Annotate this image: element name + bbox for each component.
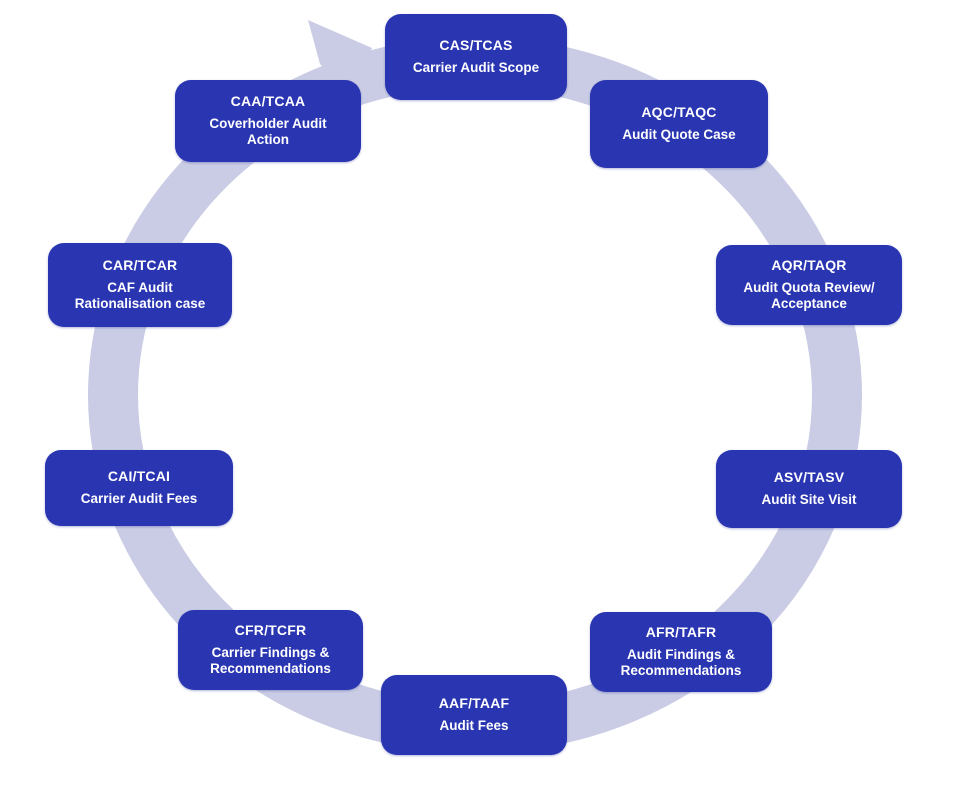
cycle-step-asv-tasv: ASV/TASV Audit Site Visit (716, 450, 902, 528)
step-label: Audit Findings & Recommendations (620, 646, 742, 678)
step-label: Audit Site Visit (761, 491, 857, 507)
cycle-step-aqc-taqc: AQC/TAQC Audit Quote Case (590, 80, 768, 168)
step-code: AAF/TAAF (438, 695, 510, 712)
step-label: Carrier Audit Fees (80, 490, 198, 506)
cycle-step-afr-tafr: AFR/TAFR Audit Findings & Recommendation… (590, 612, 772, 692)
step-code: CFR/TCFR (234, 622, 307, 639)
step-label: Carrier Findings & Recommendations (210, 644, 331, 676)
step-code: ASV/TASV (773, 469, 845, 486)
step-label: CAF Audit Rationalisation case (74, 279, 206, 311)
step-code: CAR/TCAR (102, 257, 178, 274)
step-code: AFR/TAFR (645, 624, 717, 641)
cycle-arrow-head-icon (308, 20, 372, 100)
step-code: CAA/TCAA (230, 93, 306, 110)
cycle-step-aqr-taqr: AQR/TAQR Audit Quota Review/ Acceptance (716, 245, 902, 325)
step-label: Audit Quota Review/ Acceptance (743, 279, 875, 311)
cycle-step-cas-tcas: CAS/TCAS Carrier Audit Scope (385, 14, 567, 100)
step-code: AQC/TAQC (641, 104, 717, 121)
step-label: Coverholder Audit Action (209, 115, 327, 147)
step-code: AQR/TAQR (771, 257, 847, 274)
step-label: Audit Quote Case (622, 126, 736, 142)
cycle-step-car-tcar: CAR/TCAR CAF Audit Rationalisation case (48, 243, 232, 327)
cycle-step-cai-tcai: CAI/TCAI Carrier Audit Fees (45, 450, 233, 526)
cycle-step-aaf-taaf: AAF/TAAF Audit Fees (381, 675, 567, 755)
step-code: CAS/TCAS (439, 37, 513, 54)
step-code: CAI/TCAI (107, 468, 171, 485)
step-label: Audit Fees (439, 717, 509, 733)
cycle-step-caa-tcaa: CAA/TCAA Coverholder Audit Action (175, 80, 361, 162)
step-label: Carrier Audit Scope (412, 59, 540, 75)
cycle-step-cfr-tcfr: CFR/TCFR Carrier Findings & Recommendati… (178, 610, 363, 690)
